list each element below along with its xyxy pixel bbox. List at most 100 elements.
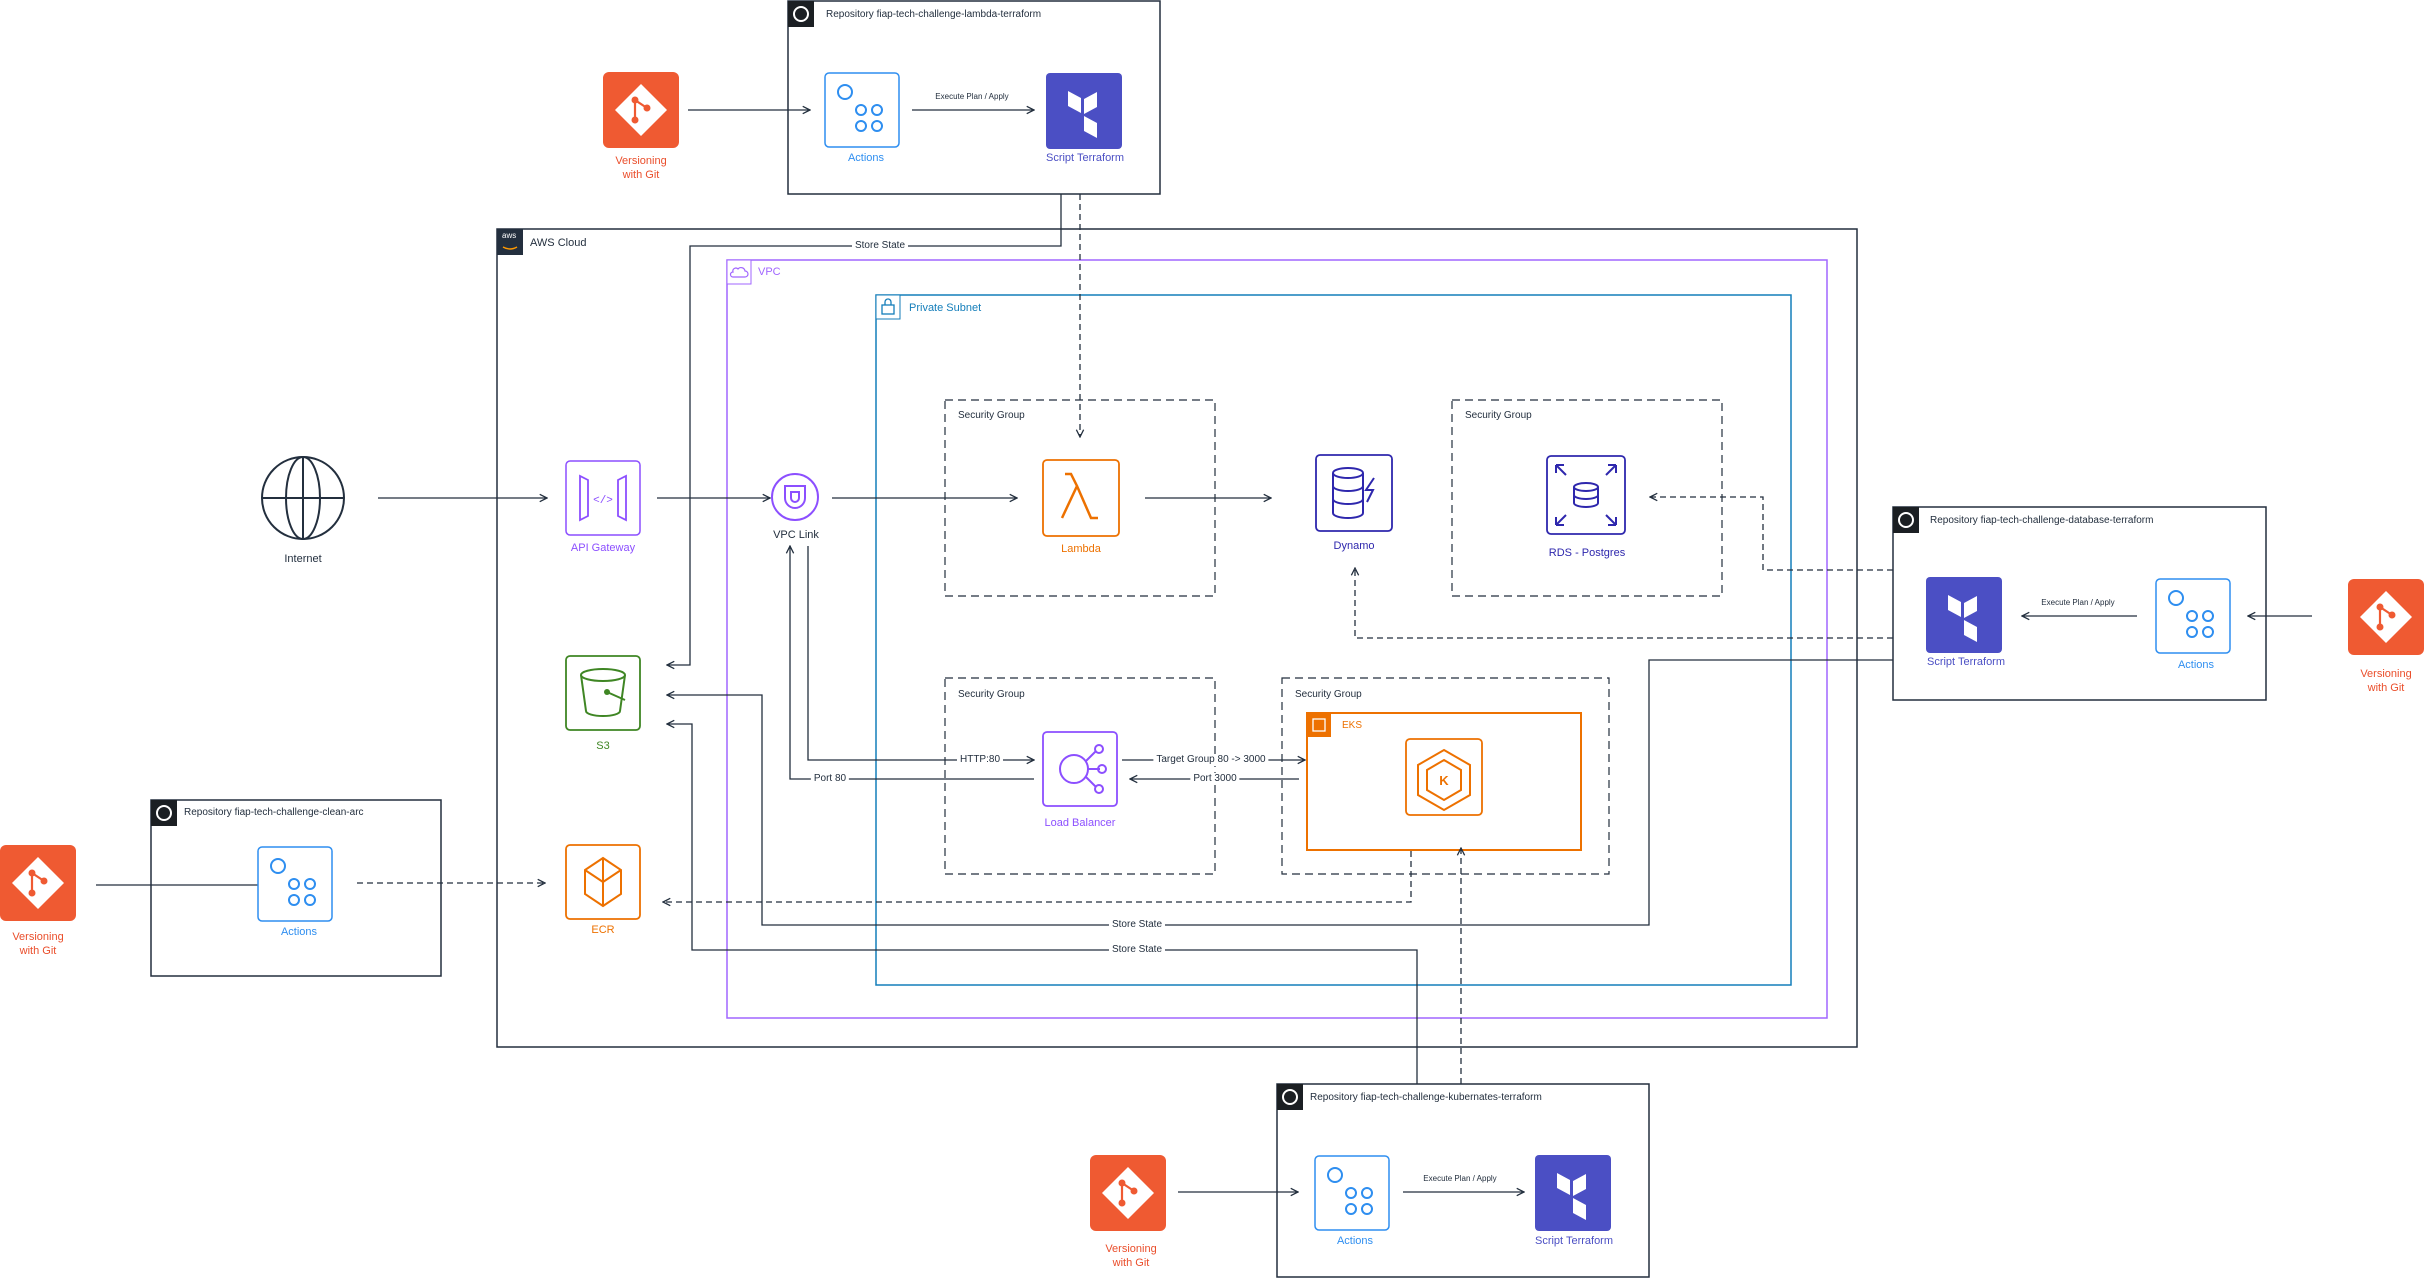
edge-label-port3000: Port 3000 [1190,773,1240,785]
edge-label-store-state: Store State [1108,944,1166,956]
security-group-label: Security Group [958,410,1025,421]
github-actions-icon [2155,578,2231,654]
globe-icon [261,456,345,540]
edge-store-state-kubernetes [667,724,1418,1084]
api-gateway-icon: </> [565,460,641,536]
versioning-with-git-label: Versioning with Git [615,154,666,183]
versioning-line1: Versioning [1105,1243,1157,1255]
lambda-label: Lambda [1061,543,1101,555]
vpc-link-label: VPC Link [773,529,819,541]
repo-kubernetes-terraform [1276,1083,1650,1278]
edge-label-http80: HTTP:80 [956,754,1004,766]
security-group-label: Security Group [1465,410,1532,421]
git-icon [2348,579,2424,655]
aws-cloud-label: AWS Cloud [530,237,587,249]
eks-icon: K [1405,738,1483,816]
github-icon [151,800,177,826]
versioning-line1: Versioning [2360,668,2412,680]
rds-icon [1546,455,1626,535]
github-icon [788,1,814,27]
edge-label-store-state: Store State [851,240,909,252]
security-group-label: Security Group [958,689,1025,700]
git-icon [0,845,76,921]
actions-label: Actions [280,926,318,938]
versioning-line2: with Git [2367,682,2405,695]
github-actions-icon [257,846,333,922]
rds-label: RDS - Postgres [1548,547,1626,559]
eks-label: EKS [1342,720,1363,731]
private-subnet-group [875,294,1792,986]
versioning-line2: with Git [19,945,57,958]
svg-text:</>: </> [593,495,613,507]
versioning-line1: Versioning [12,931,64,943]
edge-db-terraform-to-rds [1650,497,1893,571]
vpc-label: VPC [758,266,781,278]
versioning-with-git-label: Versioning with Git [1105,1242,1156,1271]
s3-label: S3 [596,740,610,752]
security-group-rds [1451,399,1723,597]
edge-eks-to-ecr [663,851,1412,902]
repo-clean-arc [150,799,442,977]
git-icon [603,72,679,148]
load-balancer-icon [1042,731,1118,807]
actions-label: Actions [2177,659,2215,671]
api-gateway-label: API Gateway [570,542,636,554]
versioning-with-git-label: Versioning with Git [12,930,63,959]
load-balancer-label: Load Balancer [1044,817,1116,829]
edge-label-target-group: Target Group 80 -> 3000 [1153,754,1269,766]
edge-label-execute-plan: Execute Plan / Apply [935,92,1009,101]
git-icon [1090,1155,1166,1231]
terraform-icon [1926,577,2002,653]
repo-lambda-terraform [787,0,1161,195]
actions-label: Actions [1336,1235,1374,1247]
vpc-group [726,259,1828,1019]
internet-label: Internet [284,553,322,565]
edge-label-store-state: Store State [1108,919,1166,931]
versioning-line2: with Git [1112,1257,1150,1270]
terraform-icon [1535,1155,1611,1231]
github-actions-icon [1314,1155,1390,1231]
repo-clean-arc-title: Repository fiap-tech-challenge-clean-arc [184,807,364,818]
aws-logo-icon [497,229,523,255]
lambda-icon [1042,459,1120,537]
edge-label-execute-plan: Execute Plan / Apply [1423,1174,1497,1183]
repo-database-title: Repository fiap-tech-challenge-database-… [1930,515,2154,526]
edge-label-port80: Port 80 [810,773,850,785]
security-group-eks [1281,677,1610,875]
eks-container-icon [1307,713,1331,737]
aws-badge-text: aws [502,231,517,240]
vpc-cloud-icon [726,259,752,285]
github-actions-icon [824,72,900,148]
edge-label-execute-plan: Execute Plan / Apply [2041,598,2115,607]
ecr-label: ECR [591,924,615,936]
repo-kubernetes-title: Repository fiap-tech-challenge-kubernate… [1310,1092,1542,1103]
dynamo-label: Dynamo [1333,540,1375,552]
versioning-line1: Versioning [615,155,667,167]
ecr-icon [565,844,641,920]
github-icon [1277,1084,1303,1110]
script-terraform-label: Script Terraform [1534,1235,1614,1247]
lock-icon [875,294,901,320]
s3-bucket-icon [565,655,641,731]
versioning-line2: with Git [622,169,660,182]
script-terraform-label: Script Terraform [1045,152,1125,164]
eks-cluster-group [1306,712,1582,851]
security-group-label: Security Group [1295,689,1362,700]
svg-text:K: K [1439,773,1449,788]
vpc-link-icon [771,473,819,521]
edge-db-terraform-to-dynamo [1355,568,1893,639]
private-subnet-label: Private Subnet [909,302,982,314]
edge-vpclink-to-lb [807,546,1034,760]
connectors [96,110,2312,1192]
repo-lambda-title: Repository fiap-tech-challenge-lambda-te… [826,9,1042,20]
github-icon [1893,507,1919,533]
script-terraform-label: Script Terraform [1926,656,2006,668]
versioning-with-git-label: Versioning with Git [2360,667,2411,696]
edge-store-state-lambda [667,194,1062,665]
actions-label: Actions [847,152,885,164]
terraform-icon [1046,73,1122,149]
dynamodb-icon [1315,454,1393,532]
edge-lb-to-vpclink [790,546,1034,780]
edge-store-state-database [667,659,1893,926]
